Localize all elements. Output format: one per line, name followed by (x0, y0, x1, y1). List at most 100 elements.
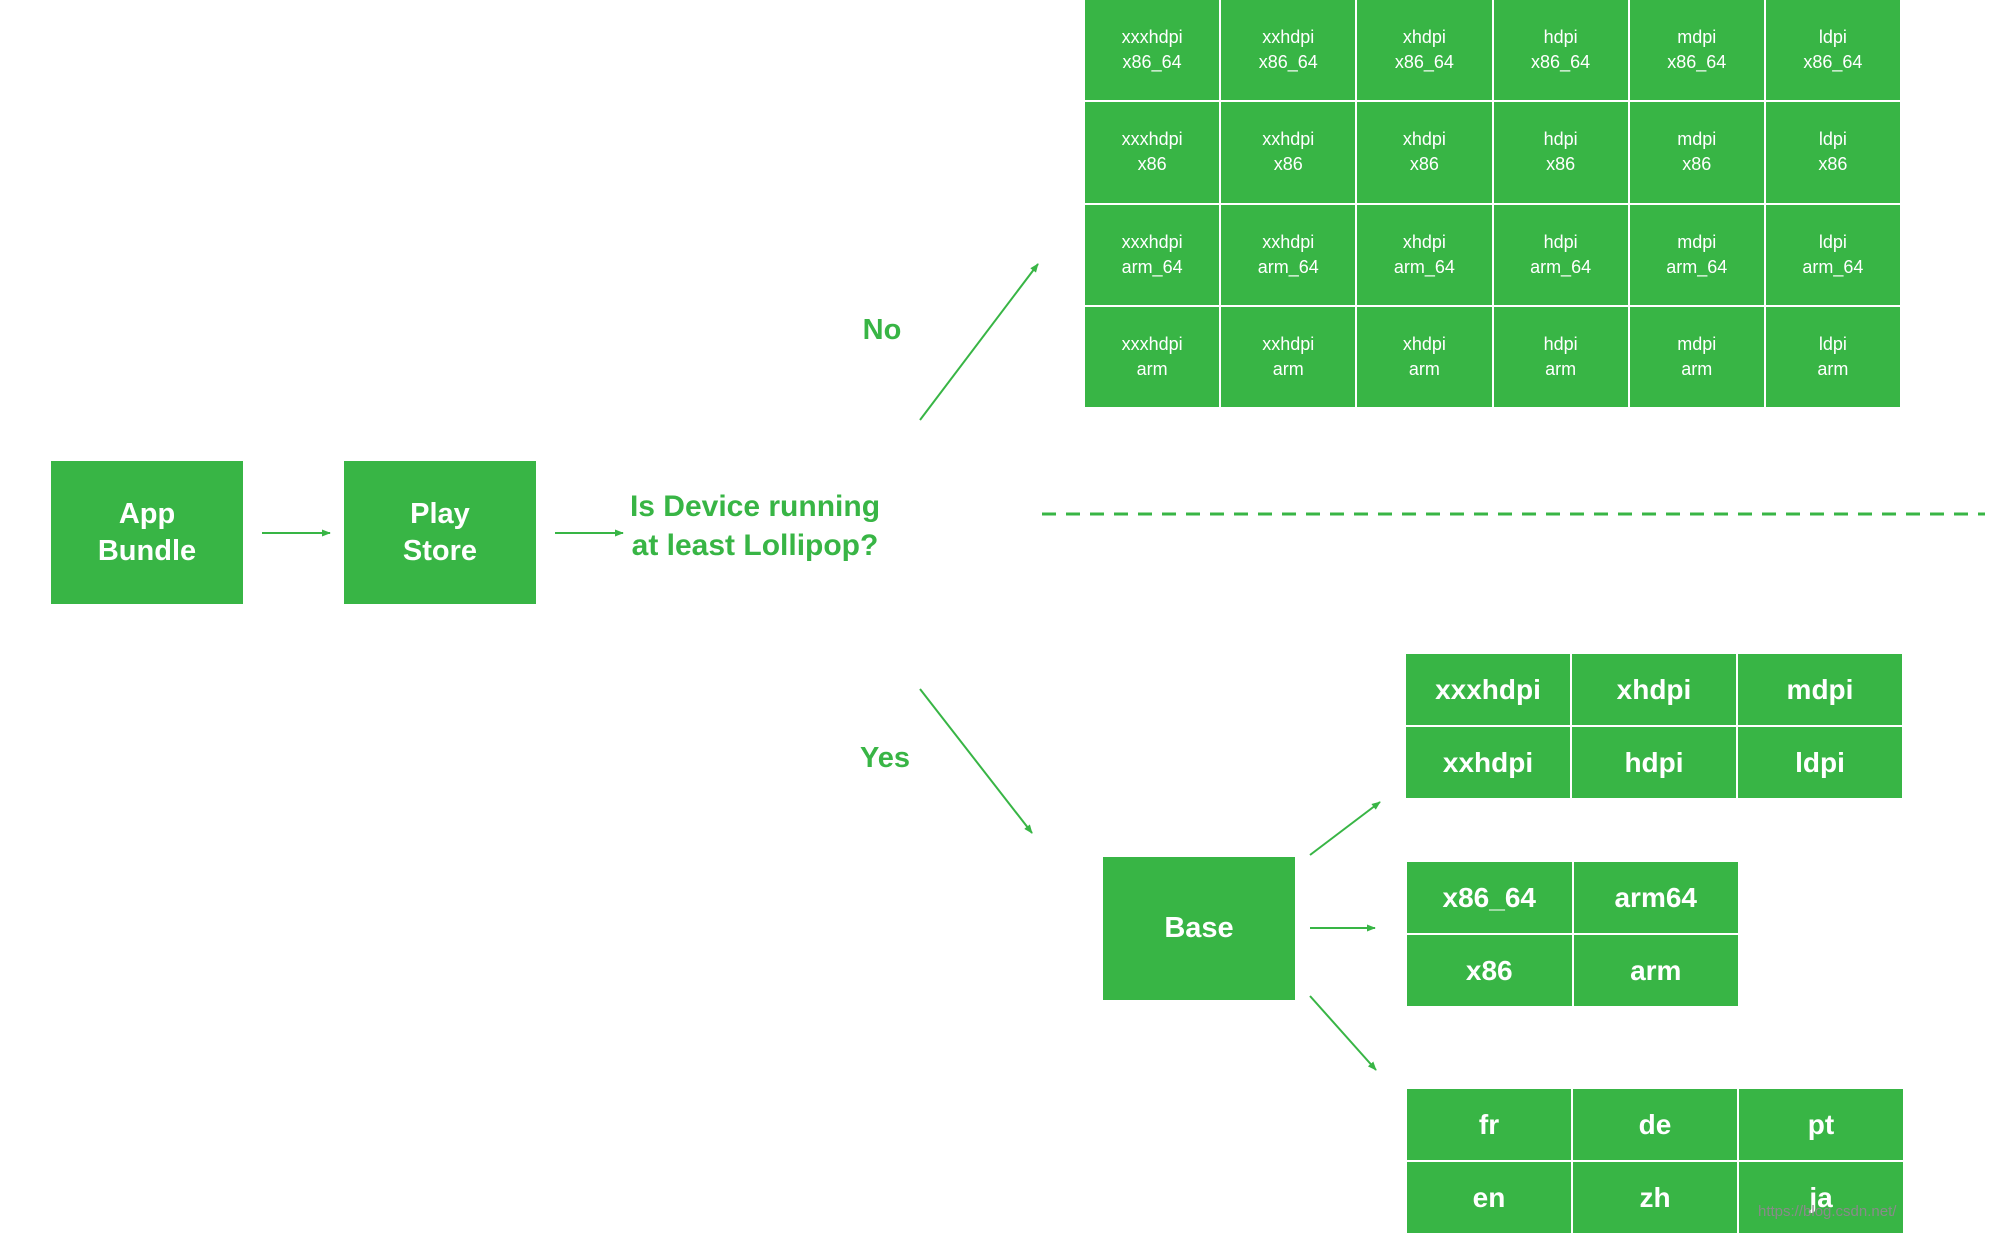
apk-cell: mdpi arm_64 (1629, 204, 1764, 305)
apk-density: mdpi (1677, 27, 1717, 48)
apk-cell: xxhdpi arm_64 (1221, 204, 1356, 305)
apk-density: xhdpi (1402, 129, 1446, 150)
apk-density: xxxhdpi (1121, 231, 1183, 252)
apk-density: mdpi (1677, 231, 1717, 252)
apk-abi: arm (1136, 358, 1168, 379)
apk-density: hdpi (1543, 333, 1578, 354)
apk-density: ldpi (1818, 27, 1847, 48)
apk-abi: x86 (1409, 154, 1439, 175)
apk-abi: x86_64 (1531, 52, 1591, 73)
apk-cell: xxxhdpi arm_64 (1085, 204, 1220, 305)
no-branch-label: No (862, 314, 902, 346)
base-label: Base (1164, 912, 1234, 944)
apk-density: ldpi (1818, 333, 1847, 354)
apk-abi: arm_64 (1257, 256, 1319, 277)
apk-abi: x86_64 (1122, 52, 1182, 73)
question-line-2: at least Lollipop? (631, 529, 879, 562)
density-split-cell: mdpi (1738, 654, 1902, 725)
apk-abi: arm_64 (1530, 256, 1592, 277)
question-line-1: Is Device running (629, 490, 881, 523)
density-split-cell: xhdpi (1572, 654, 1736, 725)
apk-abi: arm (1408, 358, 1440, 379)
apk-abi: arm (1545, 358, 1577, 379)
apk-cell: ldpi x86_64 (1765, 0, 1900, 101)
apk-abi: x86_64 (1667, 52, 1727, 73)
app-bundle-line-1: App (118, 497, 176, 530)
apk-density: hdpi (1543, 27, 1578, 48)
app-bundle-box: App Bundle (51, 461, 243, 604)
source-watermark: https://blog.csdn.net/ (1758, 1203, 1897, 1220)
apk-abi: x86_64 (1803, 52, 1863, 73)
apk-abi: x86 (1818, 154, 1848, 175)
play-store-box: Play Store (344, 461, 536, 604)
app-bundle-line-2: Bundle (97, 534, 197, 567)
apk-abi: arm_64 (1802, 256, 1864, 277)
apk-density: xxxhdpi (1121, 333, 1183, 354)
apk-abi: arm (1272, 358, 1304, 379)
apk-abi: x86 (1137, 154, 1167, 175)
apk-cell: xxxhdpi arm (1085, 306, 1220, 407)
apk-density: xhdpi (1402, 27, 1446, 48)
apk-density: xxxhdpi (1121, 27, 1183, 48)
arrow-base-to-language (1309, 995, 1377, 1071)
play-store-line-1: Play (410, 497, 470, 530)
density-split-cell: ldpi (1738, 727, 1902, 798)
density-split-cell: hdpi (1572, 727, 1736, 798)
apk-cell: ldpi x86 (1765, 102, 1900, 203)
language-split-cell: zh (1573, 1162, 1737, 1233)
language-split-cell: de (1573, 1089, 1737, 1160)
apk-cell: xhdpi arm (1357, 306, 1492, 407)
apk-cell: ldpi arm (1765, 306, 1900, 407)
apk-density: xxhdpi (1262, 129, 1315, 150)
apk-cell: hdpi arm (1493, 306, 1628, 407)
apk-density: xxhdpi (1262, 27, 1315, 48)
apk-abi: arm (1817, 358, 1849, 379)
apk-density: ldpi (1818, 129, 1847, 150)
apk-cell: hdpi x86 (1493, 102, 1628, 203)
apk-cell: xhdpi arm_64 (1357, 204, 1492, 305)
apk-density: hdpi (1543, 231, 1578, 252)
apk-abi: x86 (1682, 154, 1712, 175)
yes-branch-label: Yes (860, 742, 910, 774)
apk-abi: x86 (1546, 154, 1576, 175)
apk-abi: x86_64 (1394, 52, 1454, 73)
apk-cell: hdpi x86_64 (1493, 0, 1628, 101)
apk-density: mdpi (1677, 129, 1717, 150)
apk-abi: arm_64 (1393, 256, 1455, 277)
apk-abi: x86_64 (1258, 52, 1318, 73)
density-split-cell: xxhdpi (1406, 727, 1570, 798)
apk-density: xhdpi (1402, 333, 1446, 354)
apk-cell: ldpi arm_64 (1765, 204, 1900, 305)
apk-density: mdpi (1677, 333, 1717, 354)
apk-density: ldpi (1818, 231, 1847, 252)
apk-abi: arm_64 (1121, 256, 1183, 277)
density-split-cell: xxxhdpi (1406, 654, 1570, 725)
abi-split-cell: x86 (1407, 935, 1572, 1006)
apk-cell: xxxhdpi x86 (1085, 102, 1220, 203)
pre-lollipop-apk-grid: xxxhdpi x86_64 xxhdpi x86_64 xhdpi x86_64 h… (1085, 0, 1900, 407)
apk-density: xxhdpi (1262, 333, 1315, 354)
apk-density: xhdpi (1402, 231, 1446, 252)
abi-split-cell: arm64 (1573, 862, 1738, 933)
arrow-yes-branch (919, 688, 1033, 834)
language-split-cell: fr (1407, 1089, 1571, 1160)
apk-cell: xhdpi x86_64 (1357, 0, 1492, 101)
apk-density: xxxhdpi (1121, 129, 1183, 150)
apk-abi: x86 (1273, 154, 1303, 175)
abi-split-cell: x86_64 (1407, 862, 1572, 933)
apk-density: xxhdpi (1262, 231, 1315, 252)
apk-cell: mdpi x86_64 (1629, 0, 1764, 101)
density-splits-grid: xxxhdpi xhdpi mdpi xxhdpi hdpi ldpi (1406, 654, 1902, 798)
apk-density: hdpi (1543, 129, 1578, 150)
apk-cell: xhdpi x86 (1357, 102, 1492, 203)
apk-cell: xxxhdpi x86_64 (1085, 0, 1220, 101)
apk-cell: xxhdpi x86 (1221, 102, 1356, 203)
apk-cell: mdpi x86 (1629, 102, 1764, 203)
abi-splits-grid: x86_64 arm64 x86 arm (1407, 862, 1738, 1006)
apk-cell: xxhdpi arm (1221, 306, 1356, 407)
lollipop-question: Is Device running at least Lollipop? (600, 487, 910, 565)
apk-abi: arm_64 (1666, 256, 1728, 277)
language-split-cell: en (1407, 1162, 1571, 1233)
